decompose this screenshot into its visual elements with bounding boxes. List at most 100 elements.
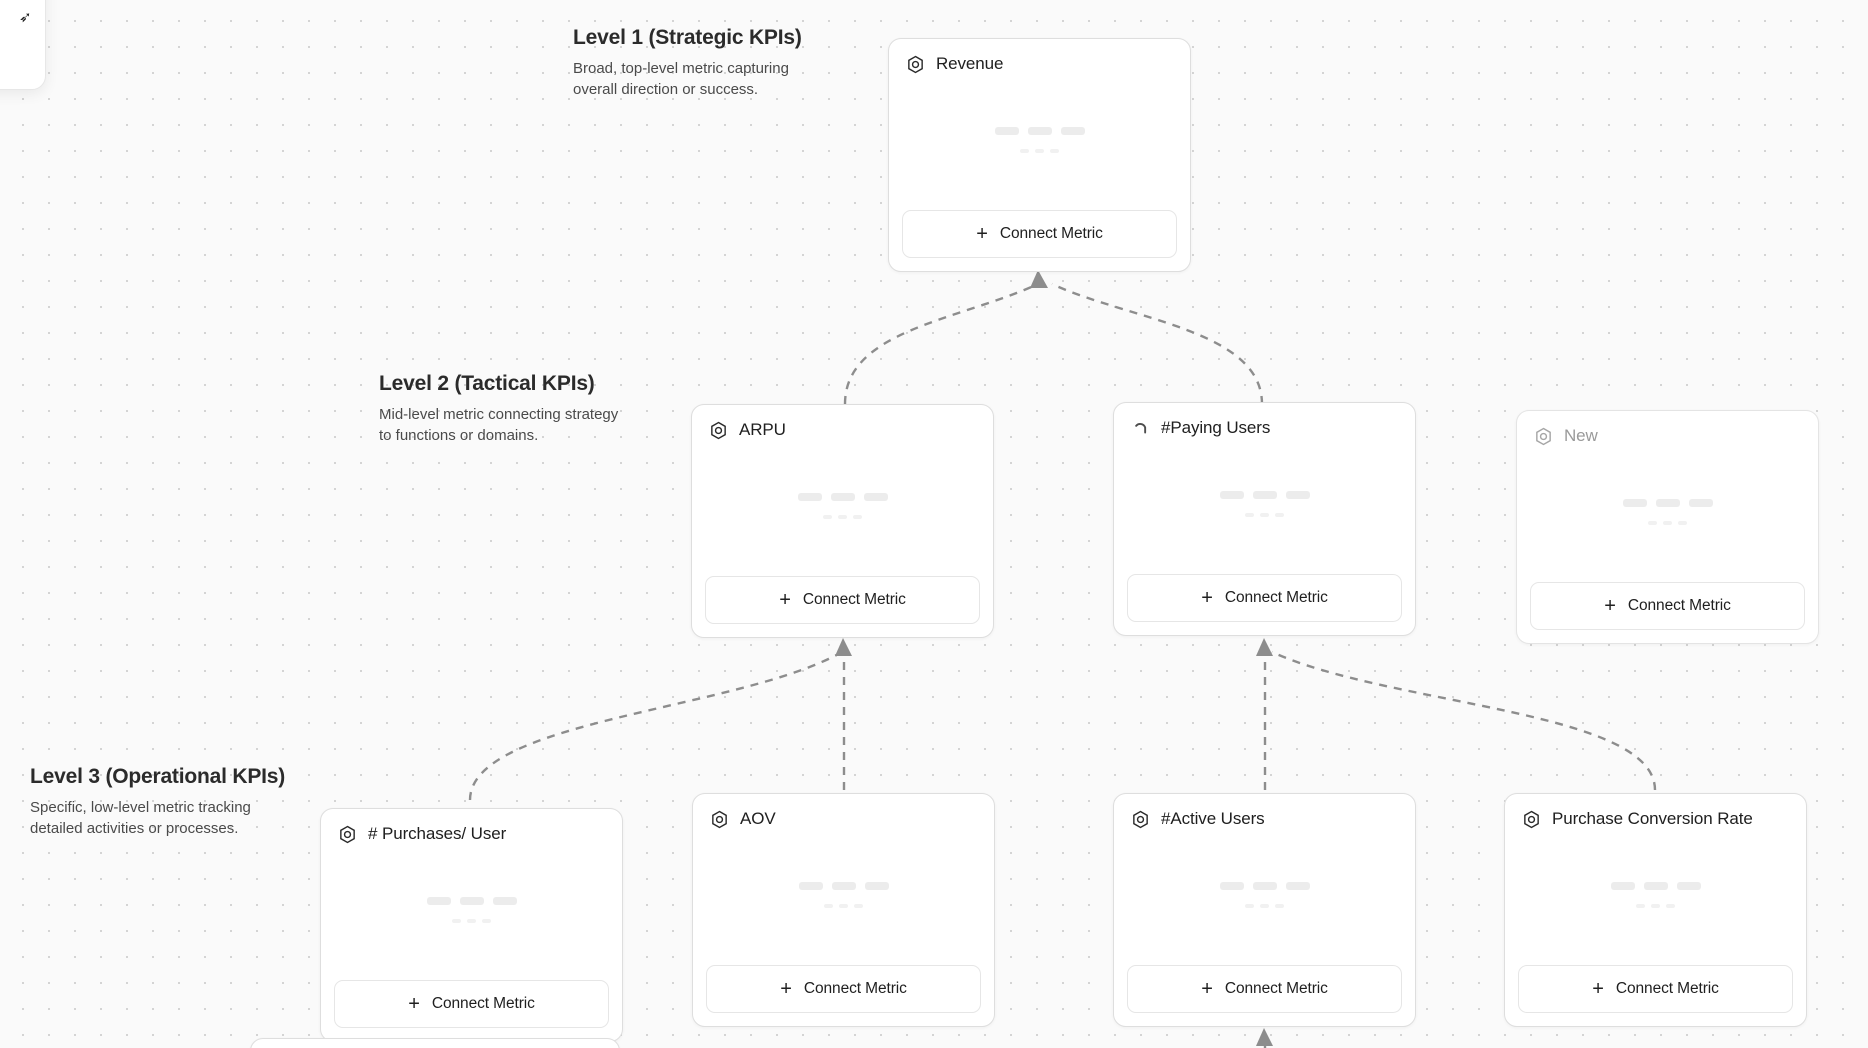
level-1-label-group: Level 1 (Strategic KPIs) Broad, top-leve…: [573, 26, 823, 100]
card-header-aov: AOV: [693, 794, 994, 829]
card-placeholder-revenue: [889, 74, 1190, 210]
skeleton-bar: [492, 897, 517, 905]
metric-card-partial-bottom[interactable]: [250, 1038, 620, 1048]
skeleton-bar: [467, 919, 476, 923]
hexagon-target-icon: [908, 55, 923, 73]
connect-metric-label: Connect Metric: [1224, 589, 1328, 606]
metric-card-paying-users[interactable]: #Paying Users + Connect Metric: [1113, 402, 1416, 636]
skeleton-bar: [482, 919, 491, 923]
card-header-paying-users: #Paying Users: [1114, 403, 1415, 438]
connect-metric-button-arpu[interactable]: + Connect Metric: [705, 576, 980, 624]
card-placeholder-active-users: [1114, 829, 1415, 965]
skeleton-row-primary: [426, 897, 517, 905]
skeleton-bar: [853, 515, 862, 519]
skeleton-bar: [1610, 882, 1635, 890]
skeleton-bar: [1219, 882, 1244, 890]
connect-metric-button-revenue[interactable]: + Connect Metric: [902, 210, 1177, 258]
skeleton-row-primary: [1219, 491, 1310, 499]
level-2-description: Mid-level metric connecting strategy to …: [379, 406, 619, 444]
metric-card-purchase-conversion-rate[interactable]: Purchase Conversion Rate + Connect Metri…: [1504, 793, 1807, 1027]
skeleton-bar: [1688, 499, 1713, 507]
skeleton-row-primary: [798, 882, 889, 890]
skeleton-bar: [1643, 882, 1668, 890]
connect-metric-button-purchases-per-user[interactable]: + Connect Metric: [334, 980, 609, 1028]
skeleton-bar: [1060, 127, 1085, 135]
skeleton-row-secondary: [1245, 513, 1284, 517]
hexagon-target-icon: [1133, 810, 1148, 828]
card-title-purchase-conversion-rate: Purchase Conversion Rate: [1552, 809, 1753, 828]
connect-metric-label: Connect Metric: [802, 591, 906, 608]
skeleton-bar: [1245, 904, 1254, 908]
skeleton-bar: [1655, 499, 1680, 507]
level-3-title: Level 3 (Operational KPIs): [30, 765, 286, 788]
skeleton-bar: [459, 897, 484, 905]
metric-card-new[interactable]: New + Connect Metric: [1516, 410, 1819, 644]
connect-metric-button-paying-users[interactable]: + Connect Metric: [1127, 574, 1402, 622]
skeleton-row-secondary: [1020, 149, 1059, 153]
metric-card-arpu[interactable]: ARPU + Connect Metric: [691, 404, 994, 638]
skeleton-row-secondary: [452, 919, 491, 923]
skeleton-row-primary: [1622, 499, 1713, 507]
skeleton-row-primary: [994, 127, 1085, 135]
plus-icon: +: [1201, 978, 1213, 1000]
level-1-description: Broad, top-level metric capturing overal…: [573, 60, 789, 98]
connect-metric-label: Connect Metric: [1224, 980, 1328, 997]
skeleton-row-primary: [797, 493, 888, 501]
level-2-label-group: Level 2 (Tactical KPIs) Mid-level metric…: [379, 372, 629, 446]
metric-card-revenue[interactable]: Revenue + Connect Metric: [888, 38, 1191, 272]
level-2-title: Level 2 (Tactical KPIs): [379, 372, 595, 395]
cursor-arrow-icon: ➶: [19, 9, 32, 26]
hexagon-target-icon: [340, 825, 355, 843]
card-header-active-users: #Active Users: [1114, 794, 1415, 829]
skeleton-bar: [1050, 149, 1059, 153]
skeleton-bar: [797, 493, 822, 501]
connect-metric-button-active-users[interactable]: + Connect Metric: [1127, 965, 1402, 1013]
connector-arpu-to-revenue: [843, 282, 1039, 405]
connect-metric-label: Connect Metric: [1615, 980, 1719, 997]
skeleton-row-secondary: [1648, 521, 1687, 525]
skeleton-bar: [1285, 882, 1310, 890]
skeleton-bar: [864, 882, 889, 890]
skeleton-row-secondary: [823, 515, 862, 519]
skeleton-bar: [994, 127, 1019, 135]
connect-metric-button-aov[interactable]: + Connect Metric: [706, 965, 981, 1013]
level-3-label-group: Level 3 (Operational KPIs) Specific, low…: [30, 765, 285, 839]
metric-card-purchases-per-user[interactable]: # Purchases/ User + Connect Metric: [320, 808, 623, 1042]
hexagon-target-icon: [711, 421, 726, 439]
card-title-new: New: [1564, 426, 1598, 445]
arrowhead-arpu: [835, 638, 852, 656]
skeleton-bar: [1622, 499, 1647, 507]
metric-card-active-users[interactable]: #Active Users + Connect Metric: [1113, 793, 1416, 1027]
skeleton-bar: [1663, 521, 1672, 525]
corner-toolbar-panel[interactable]: ➶: [0, 0, 46, 90]
plus-icon: +: [976, 223, 988, 245]
skeleton-row-secondary: [1245, 904, 1284, 908]
skeleton-bar: [1260, 513, 1269, 517]
card-placeholder-purchase-conversion-rate: [1505, 829, 1806, 965]
card-title-revenue: Revenue: [936, 54, 1004, 73]
card-placeholder-arpu: [692, 440, 993, 576]
connector-paying-users-to-revenue: [1051, 282, 1264, 405]
skeleton-bar: [863, 493, 888, 501]
connect-metric-label: Connect Metric: [431, 995, 535, 1012]
plus-icon: +: [1592, 978, 1604, 1000]
skeleton-bar: [426, 897, 451, 905]
connect-metric-button-new[interactable]: + Connect Metric: [1530, 582, 1805, 630]
plus-icon: +: [779, 589, 791, 611]
skeleton-bar: [1275, 904, 1284, 908]
plus-icon: +: [1604, 595, 1616, 617]
card-header-purchases-per-user: # Purchases/ User: [321, 809, 622, 844]
level-1-title: Level 1 (Strategic KPIs): [573, 26, 802, 49]
skeleton-bar: [452, 919, 461, 923]
skeleton-bar: [1020, 149, 1029, 153]
card-header-revenue: Revenue: [889, 39, 1190, 74]
arrowhead-revenue: [1030, 270, 1048, 288]
card-placeholder-new: [1517, 446, 1818, 582]
plus-icon: +: [1201, 587, 1213, 609]
hexagon-target-icon: [712, 810, 727, 828]
skeleton-bar: [1678, 521, 1687, 525]
connect-metric-button-purchase-conversion-rate[interactable]: + Connect Metric: [1518, 965, 1793, 1013]
metric-card-aov[interactable]: AOV + Connect Metric: [692, 793, 995, 1027]
skeleton-bar: [838, 515, 847, 519]
